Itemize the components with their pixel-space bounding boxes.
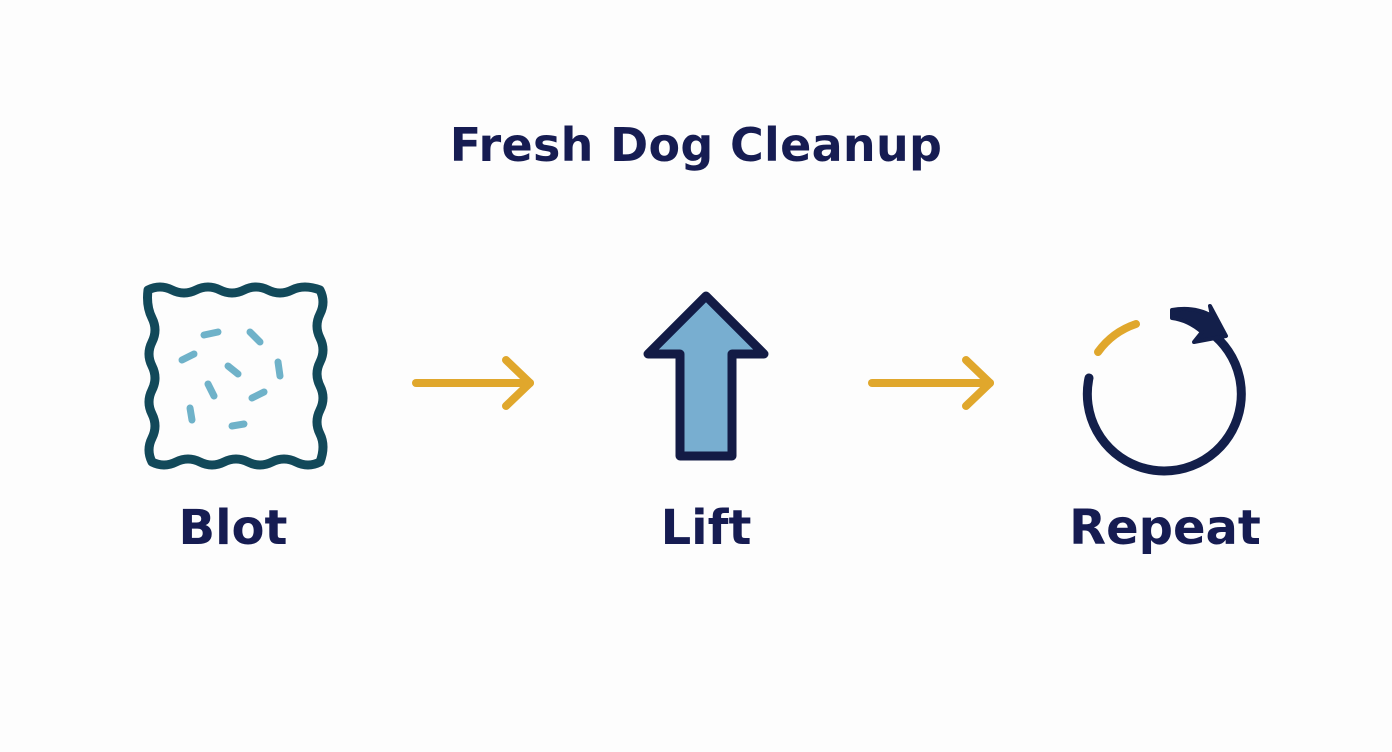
diagram-title: Fresh Dog Cleanup xyxy=(449,118,943,172)
step-label-lift: Lift xyxy=(660,500,752,556)
repeat-cycle-icon xyxy=(1082,304,1246,476)
up-arrow-icon xyxy=(643,291,769,461)
repeat-accent-arc xyxy=(1094,320,1140,356)
stain-dot xyxy=(200,328,222,339)
repeat-arrow-head xyxy=(1170,304,1228,344)
stain-dot xyxy=(246,328,264,346)
right-arrow-icon xyxy=(412,356,534,410)
blotting-cloth-icon xyxy=(143,282,328,470)
stain-dot xyxy=(228,420,248,430)
lift-arrow-shape xyxy=(643,291,769,461)
stain-dot xyxy=(178,350,198,364)
stain-dot xyxy=(204,380,218,400)
stain-dot xyxy=(224,362,242,378)
cloth-outline xyxy=(143,282,328,470)
stain-dot xyxy=(274,358,284,380)
right-arrow-icon xyxy=(868,356,994,410)
step-label-repeat: Repeat xyxy=(1069,500,1261,556)
step-label-blot: Blot xyxy=(178,500,288,556)
stain-dot xyxy=(248,388,268,402)
stain-dots xyxy=(178,328,284,430)
repeat-main-arc xyxy=(1082,327,1246,476)
stain-dot xyxy=(186,404,196,424)
